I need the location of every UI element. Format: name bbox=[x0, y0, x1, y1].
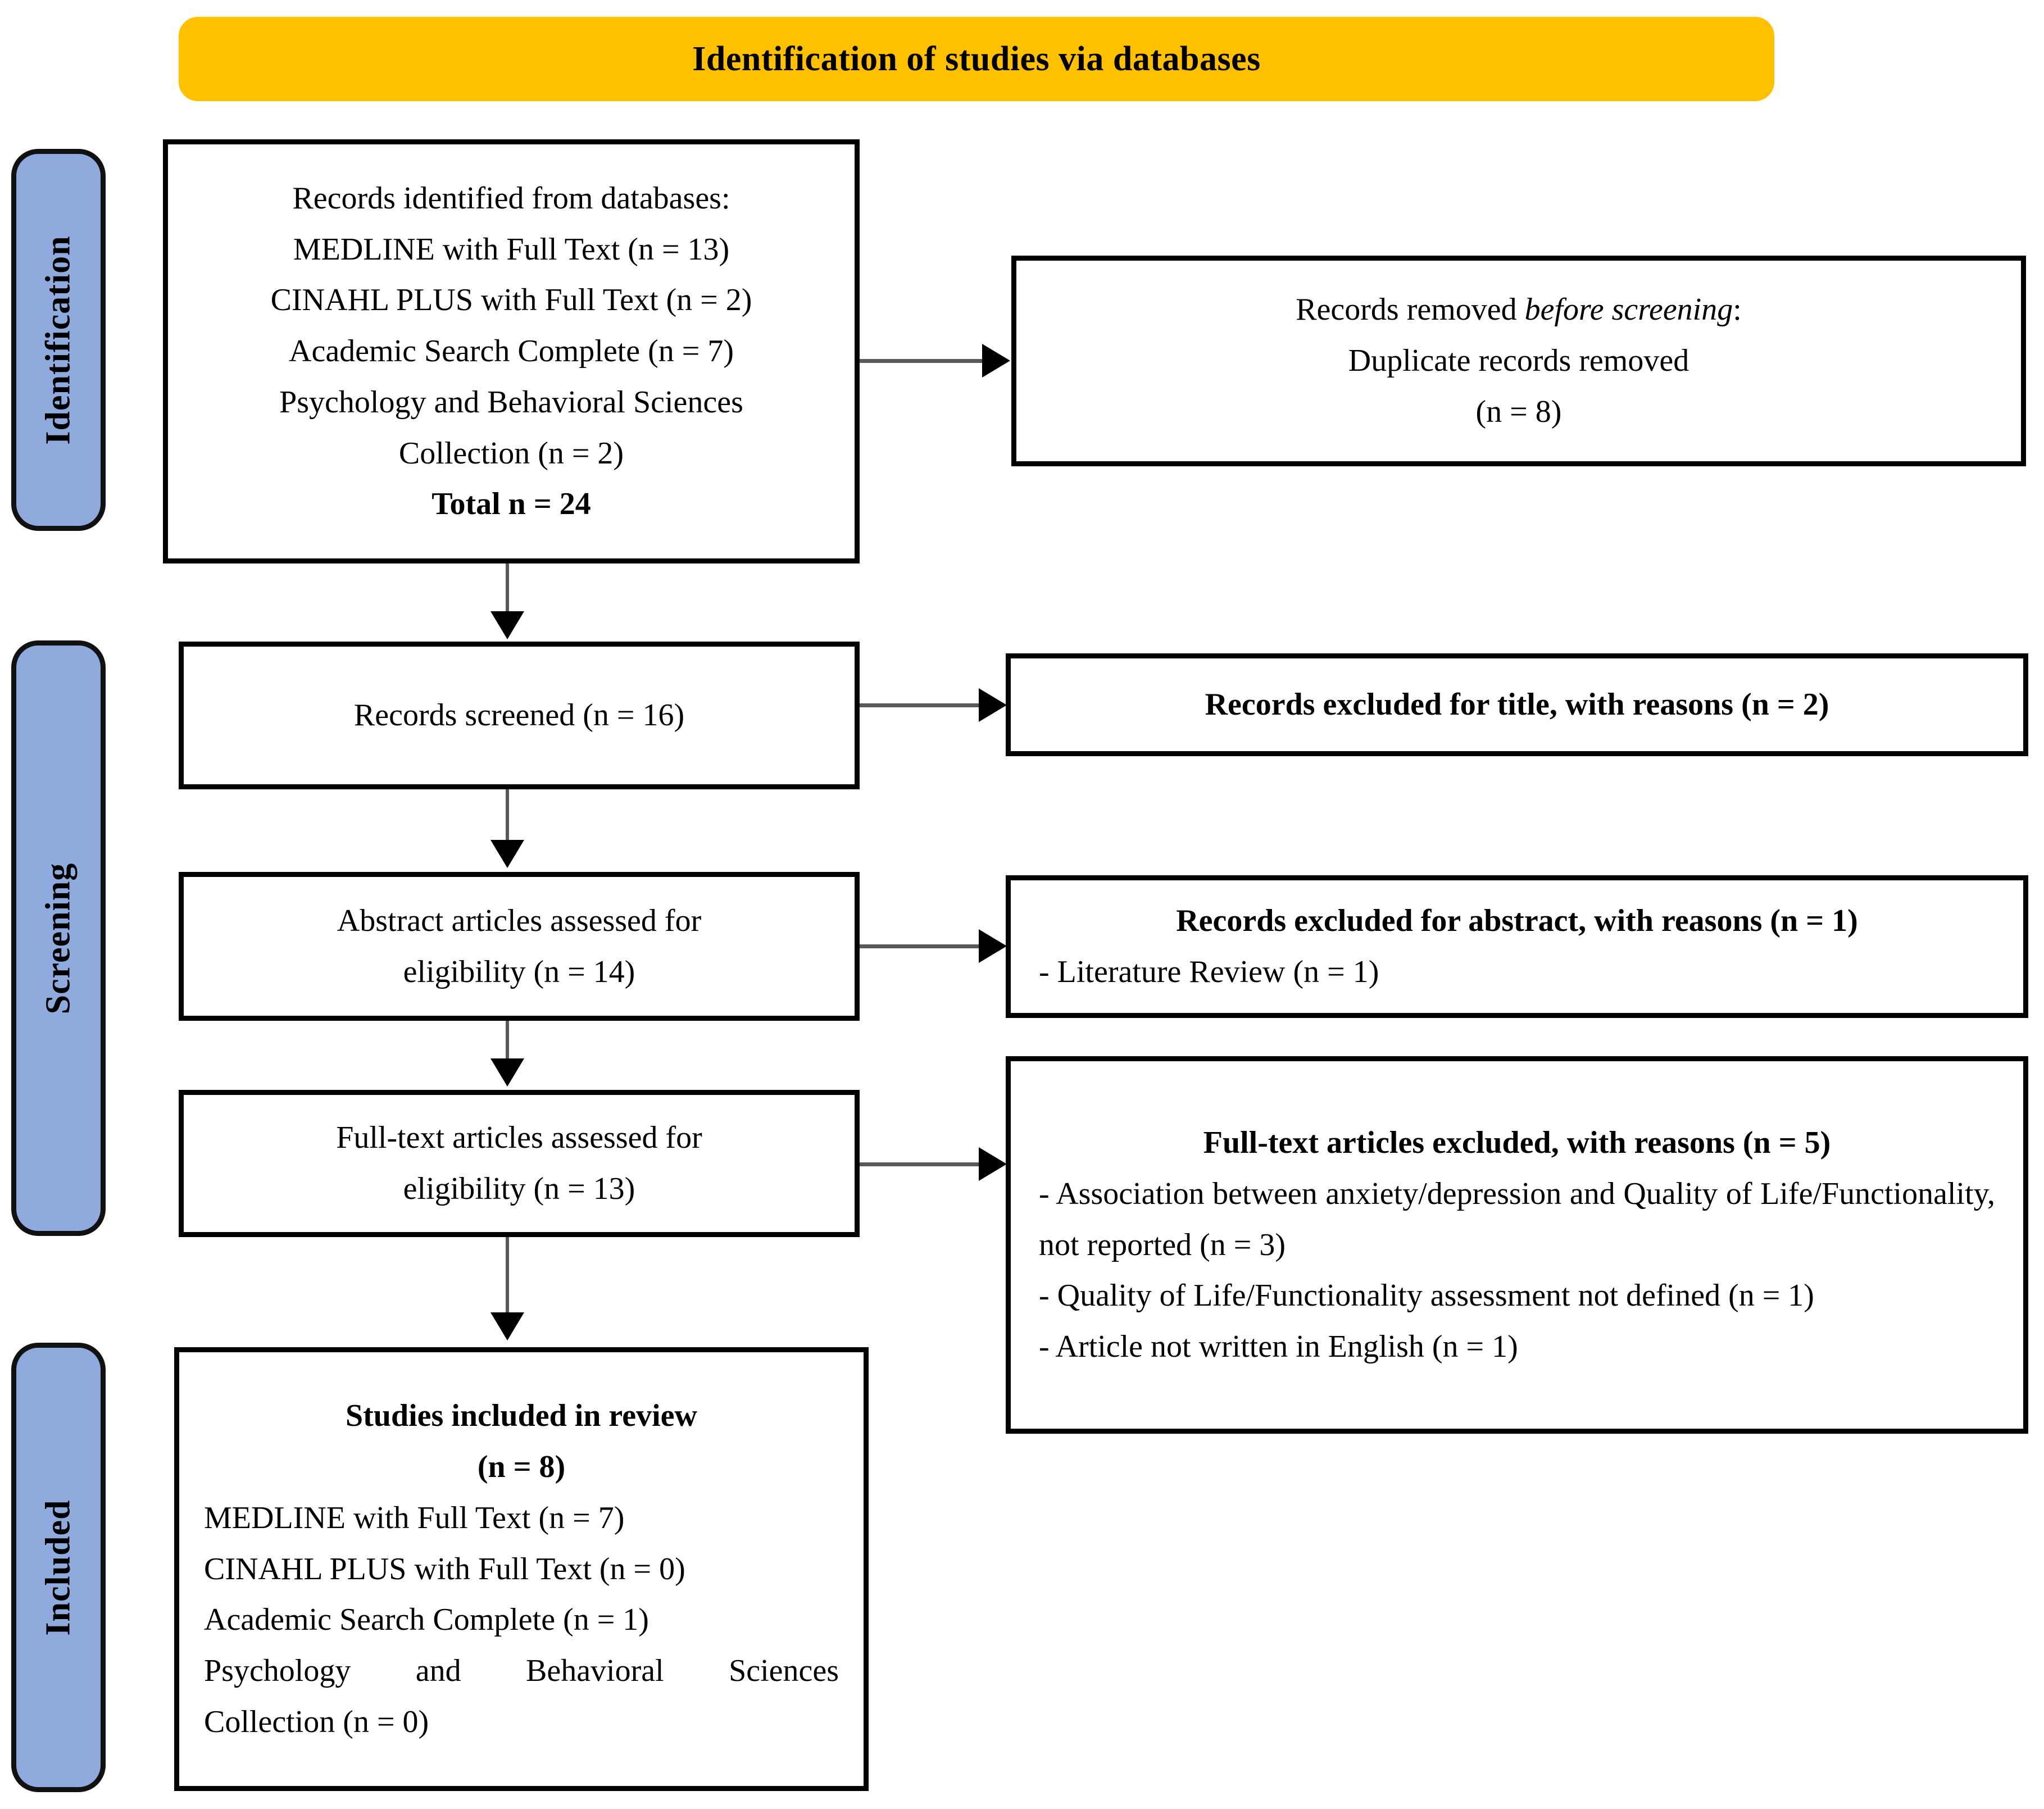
records-removed-line-2: Duplicate records removed bbox=[1348, 343, 1689, 379]
excluded-fulltext-reason-0: - Association between anxiety/depression… bbox=[1039, 1176, 1995, 1262]
studies-included-line-3: Psychology and Behavioral Sciences bbox=[204, 1653, 839, 1689]
excluded-fulltext-reason-1: - Quality of Life/Functionality assessme… bbox=[1039, 1278, 1814, 1313]
records-identified-line-3: Academic Search Complete (n = 7) bbox=[289, 334, 734, 369]
identification-banner: Identification of studies via databases bbox=[179, 17, 1774, 101]
node-excluded-title: Records excluded for title, with reasons… bbox=[1006, 653, 2028, 756]
arrowhead-screened-to-abstract bbox=[490, 840, 524, 868]
studies-included-line-0: MEDLINE with Full Text (n = 7) bbox=[204, 1500, 625, 1535]
stage-rail-screening: Screening bbox=[11, 640, 106, 1236]
records-identified-total: Total n = 24 bbox=[431, 487, 591, 522]
records-removed-line-3: (n = 8) bbox=[1475, 394, 1562, 429]
connector-fulltext-to-included bbox=[506, 1237, 509, 1316]
stage-label-included: Included bbox=[39, 1499, 78, 1636]
records-removed-prefix: Records removed bbox=[1296, 292, 1525, 328]
connector-abstract-to-fulltext bbox=[506, 1021, 509, 1061]
arrowhead-identified-to-removed bbox=[982, 344, 1010, 378]
records-identified-line-5: Collection (n = 2) bbox=[398, 435, 624, 471]
records-identified-line-1: MEDLINE with Full Text (n = 13) bbox=[293, 231, 730, 267]
excluded-fulltext-reason-2: - Article not written in English (n = 1) bbox=[1039, 1329, 1518, 1365]
connector-fulltext-to-excluded-fulltext bbox=[860, 1162, 980, 1166]
abstract-assessed-lines: Abstract articles assessed for eligibili… bbox=[206, 896, 832, 997]
studies-included-line-2: Academic Search Complete (n = 1) bbox=[204, 1602, 649, 1638]
excluded-abstract-heading: Records excluded for abstract, with reas… bbox=[1176, 903, 1858, 939]
studies-included-count: (n = 8) bbox=[477, 1449, 566, 1485]
arrowhead-abstract-to-fulltext bbox=[490, 1058, 524, 1087]
arrowhead-fulltext-to-excluded-fulltext bbox=[979, 1147, 1007, 1181]
arrowhead-abstract-to-excluded-abstract bbox=[979, 929, 1007, 963]
excluded-abstract-reason-0: - Literature Review (n = 1) bbox=[1039, 955, 1379, 989]
arrowhead-identified-to-screened bbox=[490, 611, 524, 639]
stage-label-identification: Identification bbox=[39, 235, 78, 445]
fulltext-assessed-line-1: Full-text articles assessed for bbox=[336, 1120, 702, 1156]
arrowhead-screened-to-excluded-title bbox=[979, 688, 1007, 722]
excluded-title-heading: Records excluded for title, with reasons… bbox=[1205, 687, 1829, 722]
records-identified-lines: Records identified from databases: MEDLI… bbox=[188, 173, 834, 530]
records-identified-line-0: Records identified from databases: bbox=[292, 180, 730, 216]
stage-rail-identification: Identification bbox=[11, 149, 106, 531]
excluded-fulltext-lines: Full-text articles excluded, with reason… bbox=[1039, 1117, 1995, 1372]
node-excluded-abstract: Records excluded for abstract, with reas… bbox=[1006, 875, 2028, 1018]
connector-identified-to-removed bbox=[860, 359, 983, 363]
studies-included-heading: Studies included in review bbox=[346, 1398, 697, 1434]
node-records-identified: Records identified from databases: MEDLI… bbox=[163, 139, 860, 563]
stage-label-screening: Screening bbox=[39, 862, 78, 1014]
studies-included-lines: Studies included in review (n = 8) MEDLI… bbox=[204, 1390, 839, 1747]
banner-title: Identification of studies via databases bbox=[692, 39, 1261, 78]
connector-screened-to-excluded-title bbox=[860, 703, 980, 707]
fulltext-assessed-line-2: eligibility (n = 13) bbox=[403, 1171, 635, 1206]
abstract-assessed-line-1: Abstract articles assessed for bbox=[337, 903, 702, 938]
connector-screened-to-abstract bbox=[506, 789, 509, 843]
connector-abstract-to-excluded-abstract bbox=[860, 944, 980, 948]
node-excluded-fulltext: Full-text articles excluded, with reason… bbox=[1006, 1056, 2028, 1434]
records-removed-lines: Records removed before screening: Duplic… bbox=[1039, 284, 1998, 437]
node-records-screened: Records screened (n = 16) bbox=[179, 642, 860, 789]
node-abstract-assessed: Abstract articles assessed for eligibili… bbox=[179, 872, 860, 1021]
stage-rail-included: Included bbox=[11, 1343, 106, 1792]
arrowhead-fulltext-to-included bbox=[490, 1312, 524, 1340]
excluded-fulltext-heading: Full-text articles excluded, with reason… bbox=[1203, 1125, 1831, 1161]
records-removed-emphasis: before screening bbox=[1524, 292, 1733, 328]
studies-included-line-4: Collection (n = 0) bbox=[204, 1704, 429, 1739]
records-removed-suffix: : bbox=[1733, 292, 1742, 328]
records-identified-line-4: Psychology and Behavioral Sciences bbox=[279, 384, 743, 420]
records-screened-text: Records screened (n = 16) bbox=[353, 698, 685, 733]
abstract-assessed-line-2: eligibility (n = 14) bbox=[403, 954, 635, 989]
node-records-removed: Records removed before screening: Duplic… bbox=[1011, 256, 2026, 466]
excluded-abstract-lines: Records excluded for abstract, with reas… bbox=[1039, 896, 1995, 997]
node-studies-included: Studies included in review (n = 8) MEDLI… bbox=[174, 1347, 869, 1791]
studies-included-line-1: CINAHL PLUS with Full Text (n = 0) bbox=[204, 1551, 685, 1587]
node-fulltext-assessed: Full-text articles assessed for eligibil… bbox=[179, 1090, 860, 1237]
records-identified-line-2: CINAHL PLUS with Full Text (n = 2) bbox=[270, 283, 752, 318]
records-removed-line-1: Records removed before screening: bbox=[1296, 284, 1742, 335]
fulltext-assessed-lines: Full-text articles assessed for eligibil… bbox=[206, 1112, 832, 1214]
connector-identified-to-screened bbox=[506, 563, 509, 614]
